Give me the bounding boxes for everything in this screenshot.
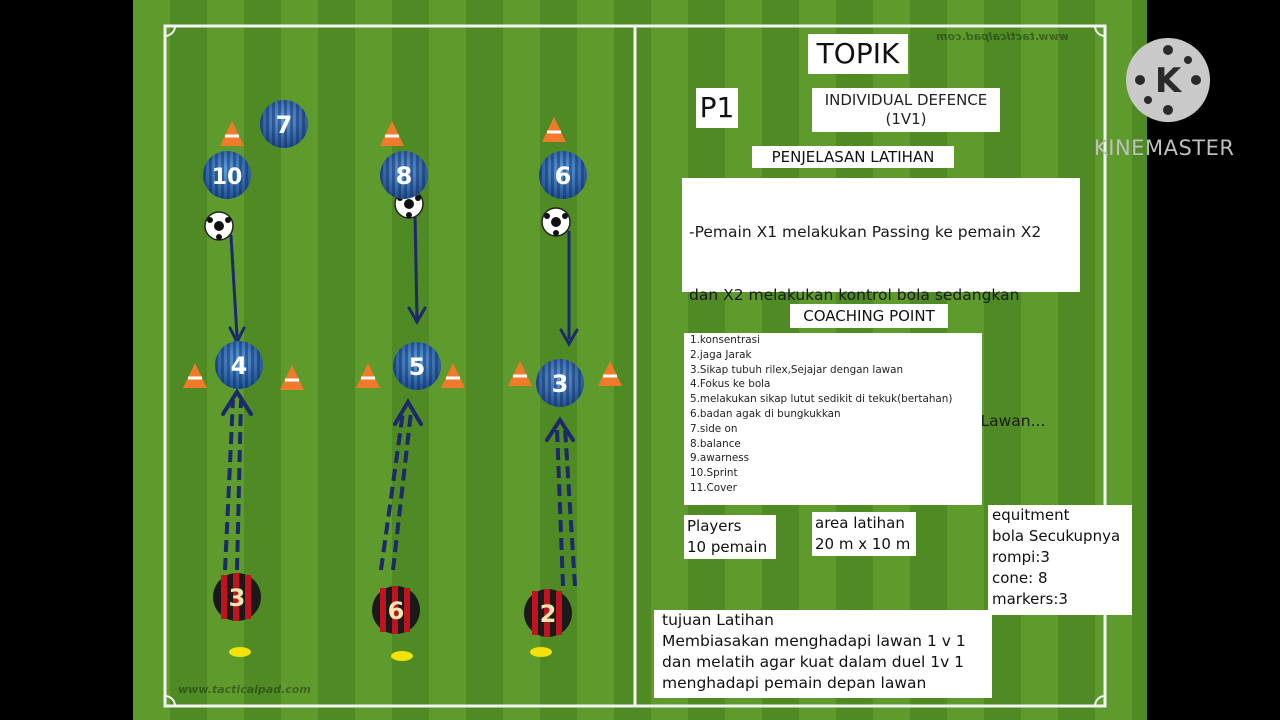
- cone: [441, 363, 465, 388]
- tacticalpad-watermark-top: www.tacticalpad.com: [936, 30, 1069, 43]
- equipment-item: bola Secukupnya: [992, 527, 1121, 545]
- kinemaster-watermark: KINEMASTER: [1094, 136, 1234, 160]
- blue-player-token: 5: [393, 342, 441, 390]
- run-arrows: [223, 399, 577, 587]
- goal-line: dan melatih agar kuat dalam duel 1v 1: [662, 653, 965, 671]
- cone: [220, 121, 244, 146]
- marker: [530, 647, 552, 657]
- explanation-title: PENJELASAN LATIHAN: [752, 146, 954, 168]
- marker: [391, 651, 413, 661]
- blue-player-number: 4: [231, 352, 248, 380]
- topic-subline: (1V1): [885, 110, 927, 128]
- equipment-item: markers:3: [992, 590, 1068, 608]
- coaching-item: 10.Sprint: [690, 467, 738, 480]
- players-value: 10 pemain: [687, 538, 768, 556]
- red-team: 3 6 2: [213, 573, 572, 637]
- coaching-point-title: COACHING POINT: [790, 304, 948, 328]
- equipment-item: cone: 8: [992, 569, 1048, 587]
- players-label: Players: [687, 517, 742, 535]
- area-value: 20 m x 10 m: [815, 535, 911, 553]
- marker: [229, 647, 251, 657]
- topic-box: INDIVIDUAL DEFENCE (1V1): [812, 88, 1000, 132]
- goal-line: Membiasakan menghadapi lawan 1 v 1: [662, 632, 966, 650]
- blue-player-number: 5: [409, 353, 426, 381]
- cone: [356, 363, 380, 388]
- kinemaster-logo-icon: K: [1126, 38, 1210, 122]
- blue-player-token: 3: [536, 359, 584, 407]
- area-label: area latihan: [815, 514, 905, 532]
- explanation-line: -Pemain X1 melakukan Passing ke pemain X…: [689, 223, 1042, 241]
- explanation-line: dan X2 melakukan kontrol bola sedangkan: [689, 286, 1020, 304]
- topic-title: TOPIK: [808, 34, 908, 74]
- cone: [542, 117, 566, 142]
- blue-player-token: 10: [203, 151, 251, 199]
- red-player-token: 2: [524, 589, 572, 637]
- cone: [280, 365, 304, 390]
- blue-player-number: 8: [396, 162, 413, 190]
- yellow-markers: [229, 647, 552, 661]
- pass-arrows: [228, 212, 579, 348]
- run-arrowheads: [221, 388, 575, 442]
- football: [541, 207, 571, 237]
- blue-player-number: 3: [552, 370, 569, 398]
- goal-line: menghadapi pemain depan lawan: [662, 674, 927, 692]
- blue-player-token: 6: [539, 151, 587, 199]
- red-player-number: 3: [229, 584, 246, 612]
- blue-player-number: 7: [276, 111, 293, 139]
- coaching-item: 7.side on: [690, 422, 738, 435]
- blue-player-token: 4: [215, 341, 263, 389]
- brand-name-part: KINE: [1094, 136, 1145, 160]
- coaching-item: 8.balance: [690, 437, 741, 450]
- blue-player-token: 8: [380, 151, 428, 199]
- training-cones: [183, 117, 622, 390]
- blue-team: 7 10 8 6 4 5 3: [203, 100, 587, 407]
- red-player-number: 2: [540, 600, 557, 628]
- red-player-token: 6: [372, 586, 420, 634]
- coaching-point-list: 1.konsentrasi 2.jaga Jarak 3.Sikap tubuh…: [684, 333, 982, 505]
- cone: [380, 121, 404, 146]
- topic-line: INDIVIDUAL DEFENCE: [824, 91, 988, 109]
- red-player-token: 3: [213, 573, 261, 621]
- blue-player-number: 6: [555, 162, 572, 190]
- blue-player-token: 7: [260, 100, 308, 148]
- coaching-item: 3.Sikap tubuh rilex,Sejajar dengan lawan: [690, 363, 904, 376]
- explanation-box: -Pemain X1 melakukan Passing ke pemain X…: [682, 178, 1080, 430]
- coaching-item: 1.konsentrasi: [690, 334, 760, 346]
- football: [204, 211, 234, 241]
- kinemaster-logo-letter: K: [1155, 61, 1183, 101]
- pitch-markings: 7 10 8 6 4 5 3 3 6 2: [163, 24, 1107, 708]
- coaching-item: 6.badan agak di bungkukkan: [690, 407, 841, 420]
- cone: [183, 363, 207, 388]
- equipment-title: equitment: [992, 506, 1070, 524]
- area-box: area latihan 20 m x 10 m: [812, 512, 916, 556]
- red-player-number: 6: [388, 597, 405, 625]
- goal-box: tujuan Latihan Membiasakan menghadapi la…: [654, 610, 992, 698]
- equipment-item: rompi:3: [992, 548, 1050, 566]
- footballs: [204, 189, 571, 241]
- goal-title: tujuan Latihan: [662, 611, 774, 629]
- coaching-item: 9.awarness: [690, 452, 750, 465]
- equipment-box: equitment bola Secukupnya rompi:3 cone: …: [988, 505, 1132, 615]
- players-box: Players 10 pemain: [684, 515, 776, 559]
- coaching-item: 4.Fokus ke bola: [690, 378, 771, 391]
- coaching-item: 2.jaga Jarak: [690, 348, 752, 361]
- session-label: P1: [696, 88, 738, 128]
- coaching-item: 5.melakukan sikap lutut sedikit di tekuk…: [690, 393, 953, 406]
- coaching-item: 11.Cover: [690, 481, 737, 494]
- tacticalpad-watermark-bottom: www.tacticalpad.com: [178, 683, 311, 696]
- blue-player-number: 10: [212, 165, 243, 190]
- cone: [508, 361, 532, 386]
- brand-name-part: MASTER: [1144, 136, 1235, 160]
- cone: [598, 361, 622, 386]
